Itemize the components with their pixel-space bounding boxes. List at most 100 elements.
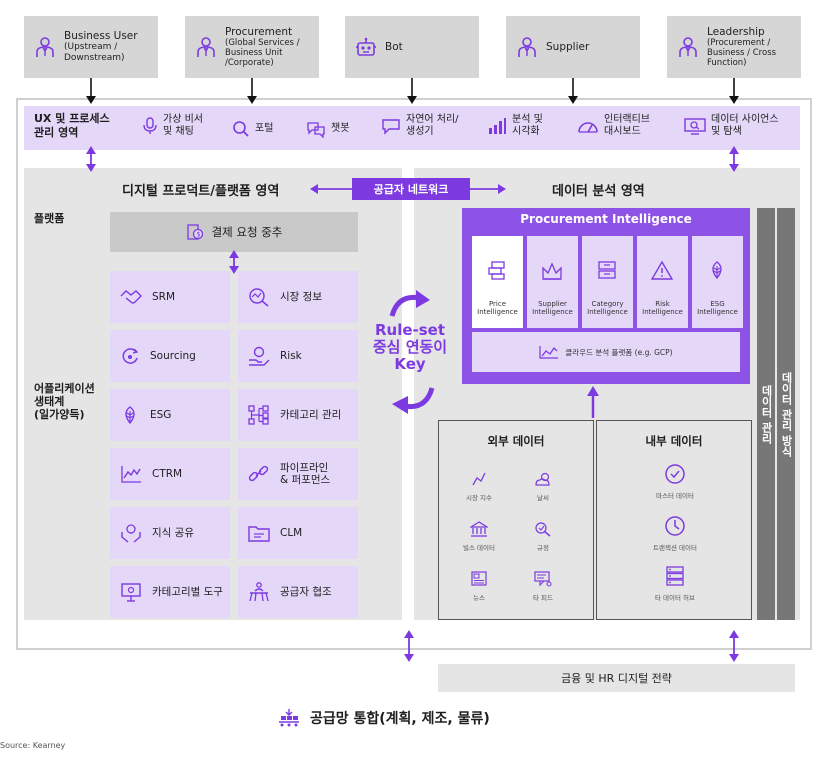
arrow-up-to-pi [587, 386, 599, 418]
app-ctrm: CTRM [110, 448, 230, 500]
cycle-icon [122, 348, 139, 364]
digital-panel-title: 디지털 프로덕트/플랫폼 영역 [122, 184, 280, 199]
supplier-network-chip: 공급자 네트워크 [352, 178, 470, 200]
ext-regulation: 규정 [513, 521, 573, 552]
person-icon [36, 37, 54, 58]
hands-bulb-icon [121, 524, 141, 543]
stakeholder-business-user: Business User(Upstream / Downstream) [24, 16, 158, 78]
stakeholder-sub: (Global Services / Business Unit /Corpor… [225, 37, 300, 68]
stakeholder-label: Supplier [546, 40, 590, 53]
stakeholder-sub: (Upstream / Downstream) [64, 41, 125, 63]
handshake-icon [120, 290, 142, 304]
ext-weather: 날씨 [513, 471, 573, 502]
external-data-box: 외부 데이터 시장 지수 날씨 빌스 데이터 규정 뉴스 타 피드 [438, 420, 594, 620]
internal-data-box: 내부 데이터 마스터 데이터 트랜잭션 데이터 타 데이터 허브 [596, 420, 752, 620]
clock-icon [665, 516, 685, 536]
monitor-search-icon [684, 118, 706, 135]
microphone-icon [143, 117, 157, 134]
int-transaction-data: 트랜잭션 데이터 [645, 515, 705, 552]
finance-hr-strategy-bar: 금융 및 HR 디지털 전략 [438, 664, 795, 692]
pi-title: Procurement Intelligence [520, 212, 692, 226]
ext-other-feed: 타 피드 [513, 571, 573, 602]
ux-item-nlp: 자연어 처리/생성기 [381, 114, 459, 138]
factory-icon [542, 262, 562, 280]
ux-item-portal: 포털 [232, 120, 273, 138]
meeting-icon [249, 582, 269, 602]
ext-bills-data: 빌스 데이터 [449, 521, 509, 552]
conveyor-icon [279, 709, 299, 727]
stakeholder-supplier: Supplier [506, 16, 640, 78]
feed-icon [534, 571, 552, 587]
person-icon [197, 37, 215, 58]
ux-title: UX 및 프로세스 관리 영역 [34, 112, 110, 139]
gavel-icon [535, 522, 551, 537]
analytics-panel-title: 데이터 분석 영역 [552, 184, 645, 199]
robot-icon [356, 37, 376, 56]
stakeholder-label: Procurement [225, 25, 293, 38]
market-search-icon [249, 288, 269, 307]
leaf-icon [125, 406, 135, 425]
app-risk: Risk [238, 330, 358, 382]
stakeholder-leadership: Leadership(Procurement / Business / Cros… [667, 16, 801, 78]
area-chart-icon [539, 346, 559, 359]
hand-coin-icon [249, 346, 270, 366]
app-category-tools: 카테고리별 도구 [110, 566, 230, 618]
internal-data-title: 내부 데이터 [645, 434, 703, 448]
stakeholder-sub: (Procurement / Business / Cross Function… [707, 37, 777, 68]
speech-bubble-icon [382, 119, 400, 135]
server-icon [666, 566, 684, 586]
gauge-icon [578, 122, 598, 133]
weather-icon [535, 472, 550, 486]
warning-icon [651, 260, 673, 280]
app-market-info: 시장 정보 [238, 271, 358, 323]
stakeholder-label: Business User [64, 29, 138, 42]
app-knowledge-sharing: 지식 공유 [110, 507, 230, 559]
app-sourcing: Sourcing [110, 330, 230, 382]
bank-icon [470, 521, 488, 537]
cycle-arrow-bottom [392, 387, 435, 414]
data-governance-bar: 데이터 관리 방식 [777, 208, 795, 620]
cloud-platform-bar: 클라우드 분석 플랫폼 (e.g. GCP) [472, 332, 740, 372]
int-master-data: 마스터 데이터 [645, 463, 705, 500]
news-icon [471, 571, 487, 586]
person-icon [679, 37, 697, 58]
presentation-icon [121, 583, 141, 602]
stakeholder-procurement: Procurement(Global Services / Business U… [185, 16, 319, 78]
stakeholder-label: Bot [385, 40, 403, 53]
folder-icon [248, 526, 270, 542]
chat-bubbles-icon [307, 122, 325, 138]
svg-text:$: $ [196, 231, 200, 239]
app-ecosystem-label: 어플리케이션 생태계 (일가양득) [34, 382, 95, 421]
ext-news: 뉴스 [449, 571, 509, 602]
ext-market-index: 시장 지수 [449, 471, 509, 502]
source-note: Source: Kearney [0, 741, 66, 750]
stakeholder-label: Leadership [707, 25, 765, 38]
check-circle-icon [665, 464, 685, 484]
data-management-bar: 데이터 관리 [757, 208, 775, 620]
ux-item-chatbot: 챗봇 [306, 120, 349, 138]
hierarchy-icon [248, 405, 269, 425]
leaf-icon [712, 261, 722, 280]
rule-set-key-text: Rule-set 중심 연동이 Key [372, 321, 448, 373]
app-clm: CLM [238, 507, 358, 559]
external-data-title: 외부 데이터 [487, 434, 545, 448]
money-stack-icon [488, 261, 505, 280]
boxes-icon [598, 261, 616, 279]
trend-icon [472, 472, 486, 486]
app-pipeline-performance: 파이프라인& 퍼포먼스 [238, 448, 358, 500]
supply-chain-integration: 공급망 통합(계획, 제조, 물류) [278, 708, 490, 728]
link-icon [248, 465, 269, 482]
platform-label: 플랫폼 [34, 212, 65, 225]
int-other-data-hub: 타 데이터 허브 [645, 565, 705, 602]
